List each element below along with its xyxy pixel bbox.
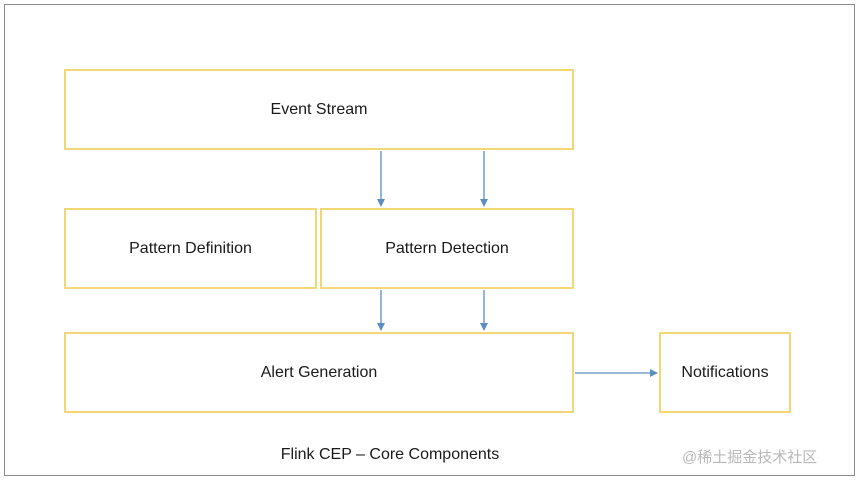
node-label: Notifications [681, 363, 769, 381]
node-label: Alert Generation [260, 363, 378, 381]
node-alert-generation: Alert Generation [64, 332, 574, 413]
node-label: Pattern Detection [385, 239, 509, 257]
node-label: Event Stream [270, 100, 368, 118]
diagram-caption: Flink CEP – Core Components [280, 446, 500, 463]
node-notifications: Notifications [659, 332, 791, 413]
watermark: @稀土掘金技术社区 [682, 449, 818, 466]
node-label: Pattern Definition [129, 239, 252, 257]
node-pattern-detection: Pattern Detection [320, 208, 574, 289]
node-pattern-definition: Pattern Definition [64, 208, 317, 289]
node-event-stream: Event Stream [64, 69, 574, 150]
